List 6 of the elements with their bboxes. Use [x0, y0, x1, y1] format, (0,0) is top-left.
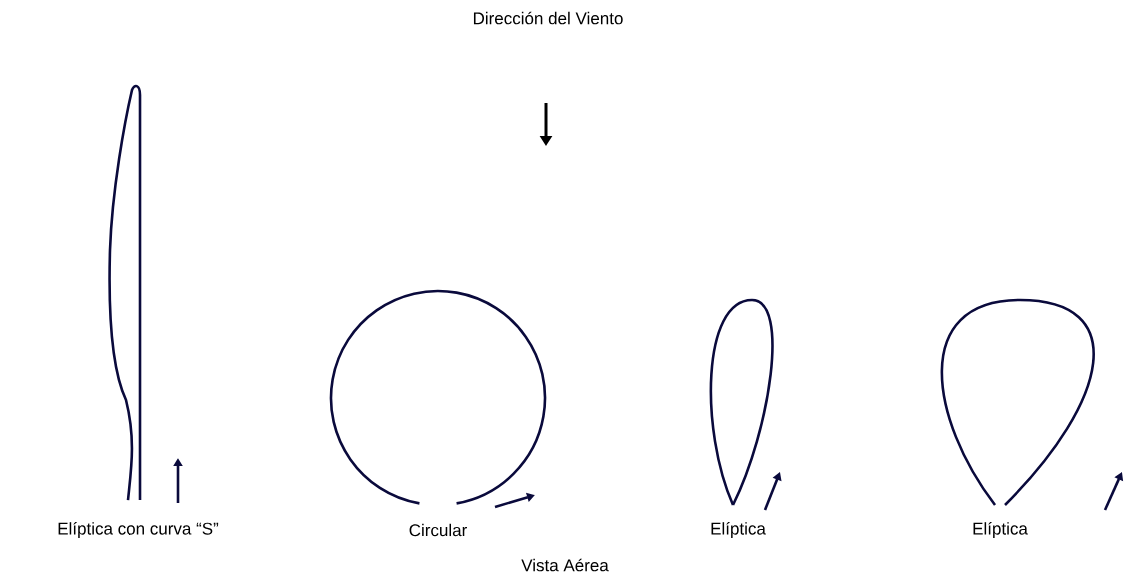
shape-label: Circular: [409, 523, 467, 537]
wind-label: Dirección del Viento: [473, 11, 623, 25]
shape-label: Elíptica: [711, 522, 766, 539]
caption: Vista Aérea: [521, 558, 609, 572]
shape-label: Elíptica con curva “S”: [58, 522, 219, 539]
shape-label: Elíptica: [973, 522, 1028, 539]
